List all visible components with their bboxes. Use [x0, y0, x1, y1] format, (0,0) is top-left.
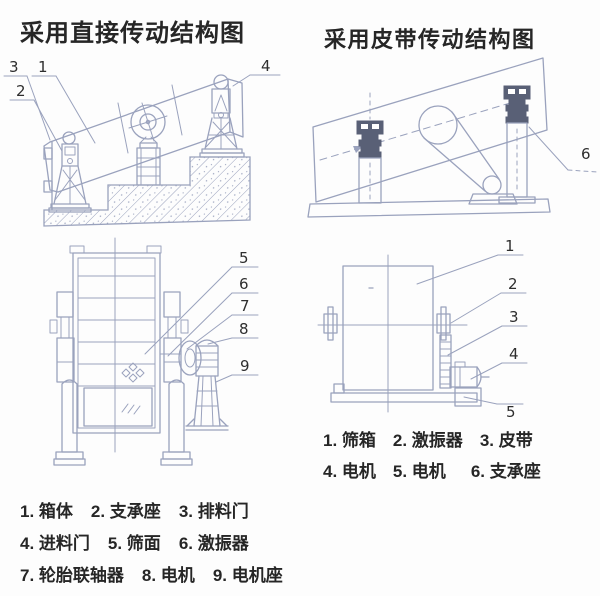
callout-4: 4: [261, 57, 271, 75]
callout-leaders: [144, 266, 259, 383]
legend-item: 5. 筛面: [107, 534, 161, 553]
callout-4: 4: [509, 345, 519, 363]
callout-3: 3: [509, 308, 519, 326]
base-frame: [330, 383, 482, 407]
callout-2: 2: [16, 82, 26, 100]
right-support-column: [160, 291, 193, 466]
callout-6: 6: [239, 275, 249, 293]
legend-item: 5. 电机: [392, 462, 446, 481]
callout-9: 9: [240, 357, 250, 375]
legend-item: 3. 皮带: [479, 431, 533, 450]
belt-drive-side-view-diagram: 6: [307, 57, 598, 218]
screen-box-front: [317, 254, 468, 413]
callout-leaders: [416, 254, 528, 405]
base-plate: [307, 198, 551, 218]
left-diagram-title: 采用直接传动结构图: [20, 20, 245, 47]
direct-drive-front-view-diagram: 5 6 7 8 9: [49, 237, 259, 466]
callout-leaders: [528, 126, 598, 173]
belt-ladder: [439, 334, 452, 389]
belt-drive-legend: 1. 筛箱 2. 激振器 3. 皮带 4. 电机 5. 电机 6. 支承座: [323, 426, 541, 488]
legend-row: 7. 轮胎联轴器 8. 电机 9. 电机座: [20, 561, 283, 586]
callout-leaders: [3, 74, 281, 152]
legend-item: 4. 电机: [323, 462, 376, 481]
motor-on-stand: [185, 339, 229, 431]
callout-3: 3: [9, 58, 19, 76]
exciter-stand: [136, 136, 161, 186]
callout-8: 8: [239, 320, 249, 338]
legend-item: 1. 箱体: [20, 502, 73, 521]
legend-item: 2. 激振器: [392, 431, 463, 450]
legend-row: 1. 筛箱 2. 激振器 3. 皮带: [323, 426, 541, 451]
callout-1: 1: [38, 58, 48, 76]
screen-box-front: [69, 245, 162, 434]
legend-item: 2. 支承座: [90, 502, 161, 521]
legend-row: 4. 进料门 5. 筛面 6. 激振器: [20, 529, 283, 554]
screen-panel: [312, 57, 548, 203]
exciter-wheel: [128, 102, 168, 142]
legend-item: 8. 电机: [141, 566, 195, 585]
motor-base: [468, 193, 518, 205]
legend-item: 9. 电机座: [212, 566, 283, 585]
left-shaft-bearing: [323, 306, 338, 341]
right-diagram-title: 采用皮带传动结构图: [324, 27, 536, 52]
exciter-mark: [121, 362, 145, 383]
legend-item: 6. 激振器: [178, 534, 249, 553]
right-support-pedestal: [199, 74, 245, 158]
legend-item: 6. 支承座: [470, 462, 541, 481]
legend-item: 3. 排料门: [178, 502, 249, 521]
callout-5: 5: [506, 403, 516, 421]
callout-7: 7: [240, 297, 250, 315]
left-support-pedestal: [48, 131, 92, 213]
callout-2: 2: [508, 275, 518, 293]
discharge-door: [83, 387, 153, 427]
right-spring-support: [498, 85, 536, 204]
exciter-pulley: [436, 306, 451, 341]
legend-item: 7. 轮胎联轴器: [20, 566, 124, 585]
belt-drive-front-view-diagram: 1 2 3 4 5: [317, 237, 528, 421]
callout-6: 6: [581, 145, 591, 163]
direct-drive-legend: 1. 箱体 2. 支承座 3. 排料门 4. 进料门 5. 筛面 6. 激振器 …: [20, 497, 283, 593]
callout-5: 5: [239, 249, 249, 267]
legend-item: 4. 进料门: [20, 534, 90, 553]
legend-row: 4. 电机 5. 电机 6. 支承座: [323, 457, 541, 482]
legend-row: 1. 箱体 2. 支承座 3. 排料门: [20, 497, 283, 522]
direct-drive-side-view-diagram: 3 1 2 4: [3, 57, 281, 227]
foundation: [43, 141, 251, 227]
pulley-and-belt: [418, 105, 518, 205]
motor: [449, 361, 490, 388]
left-support-column: [49, 291, 86, 466]
left-spring-support: [356, 92, 384, 204]
callout-1: 1: [505, 237, 515, 255]
legend-item: 1. 筛箱: [323, 431, 376, 450]
screen-box-side: [43, 78, 244, 193]
